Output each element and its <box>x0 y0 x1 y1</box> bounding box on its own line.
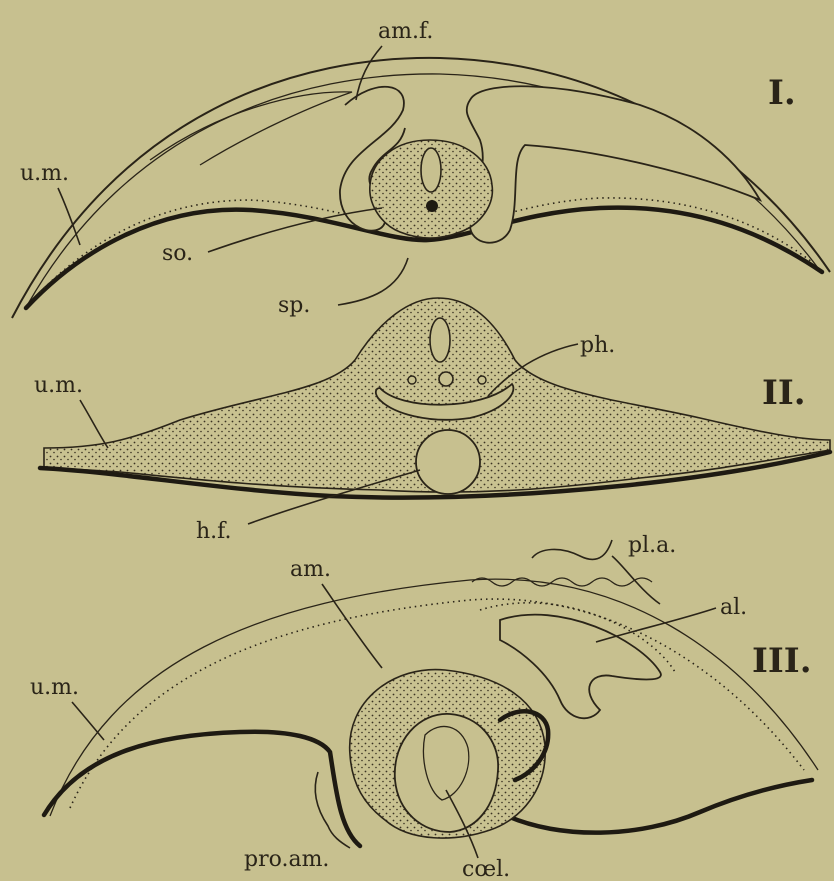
leader-proamnion <box>315 772 350 848</box>
label-umbilical-mesoblast-ii: u.m. <box>34 373 83 398</box>
section-iii-numeral: III. <box>752 641 812 681</box>
label-amnion: am. <box>290 557 331 582</box>
section-ii-head-fold <box>416 430 480 494</box>
section-iii-body-wall-left <box>44 732 360 846</box>
leader-amnion <box>322 584 382 668</box>
label-coelom: cœl. <box>462 857 510 881</box>
label-proamnion: pro.am. <box>244 847 329 872</box>
label-amniotic-fold: am.f. <box>378 19 433 44</box>
leader-umbilical-mesoblast-i <box>58 188 80 245</box>
label-allantois: al. <box>720 595 747 620</box>
leader-umbilical-mesoblast-ii <box>80 400 108 448</box>
label-pharynx: ph. <box>580 333 615 358</box>
leader-allantois <box>596 608 716 642</box>
label-umbilical-mesoblast-i: u.m. <box>20 161 69 186</box>
label-umbilical-mesoblast-iii: u.m. <box>30 675 79 700</box>
section-ii-notochord <box>439 372 453 386</box>
section-iii-embryo-head <box>395 714 498 832</box>
leader-umbilical-mesoblast-iii <box>72 702 104 740</box>
label-splanchnopleure: sp. <box>278 293 310 318</box>
section-ii-figure <box>40 298 830 498</box>
section-ii-neural-tube <box>430 318 450 362</box>
label-somatopleure: so. <box>162 241 193 266</box>
section-iii-figure <box>44 578 818 846</box>
section-i-figure <box>12 58 830 318</box>
section-ii-numeral: II. <box>762 373 806 413</box>
section-iii-body-wall-right <box>505 780 812 833</box>
section-ii-left-aorta <box>408 376 416 384</box>
section-ii-right-aorta <box>478 376 486 384</box>
section-i-notochord <box>426 200 438 212</box>
label-placental-area: pl.a. <box>628 533 676 558</box>
section-i-neural-tube <box>421 148 441 192</box>
section-i-numeral: I. <box>768 73 796 113</box>
leader-splanchnopleure <box>338 258 408 305</box>
label-head-fold: h.f. <box>196 519 232 544</box>
